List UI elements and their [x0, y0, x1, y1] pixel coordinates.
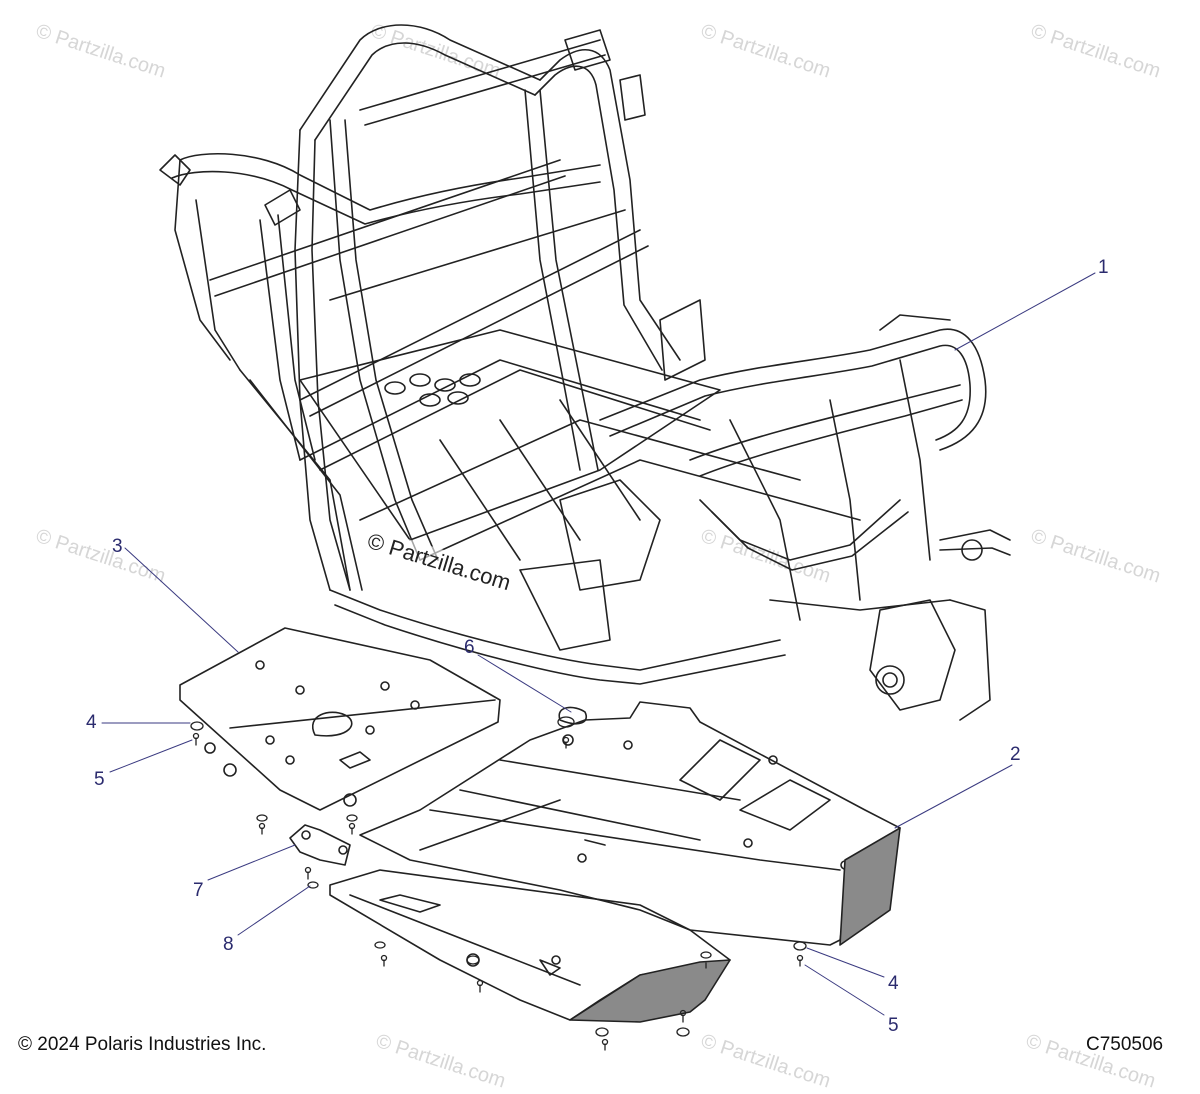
fasteners — [190, 716, 807, 1051]
skid-plate-main — [359, 701, 901, 946]
callout-4: 4 — [888, 973, 899, 994]
callout-2: 2 — [1010, 744, 1021, 765]
callout-7: 7 — [193, 880, 204, 901]
callout-5: 5 — [94, 769, 105, 790]
callout-4: 4 — [86, 712, 97, 733]
callout-6: 6 — [464, 637, 475, 658]
copyright-notice: © 2024 Polaris Industries Inc. — [18, 1034, 267, 1055]
parts-diagram — [101, 24, 1096, 1051]
callout-8: 8 — [223, 934, 234, 955]
callout-1: 1 — [1098, 257, 1109, 278]
skid-plate-lower-edge — [569, 959, 731, 1023]
leader-lines — [101, 272, 1096, 1016]
bracket-7 — [289, 824, 351, 866]
skid-plate-main-edge — [839, 827, 901, 946]
callout-3: 3 — [112, 536, 123, 557]
figure-code: C750506 — [1086, 1034, 1164, 1055]
main-frame — [159, 24, 1011, 721]
skid-plate-rear — [179, 627, 501, 811]
callout-5: 5 — [888, 1015, 899, 1036]
